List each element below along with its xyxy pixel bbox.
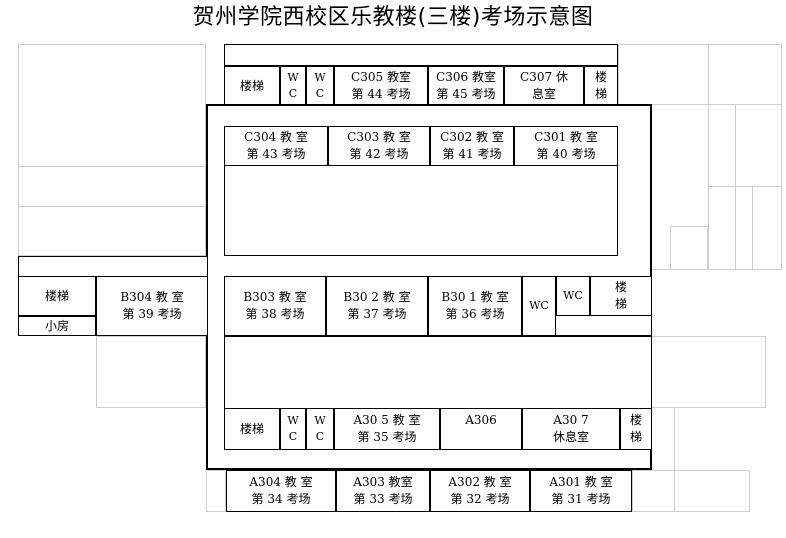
- stairs-b-east-line2: 梯: [614, 297, 627, 311]
- room-c306-exam: 第 45 考场: [436, 87, 496, 101]
- room-c301: C301 教 室 第 40 考场: [514, 126, 618, 166]
- room-a303-exam: 第 33 考场: [353, 492, 413, 506]
- room-c304-exam: 第 43 考场: [246, 147, 306, 161]
- wc-c-2-line2: C: [315, 87, 325, 100]
- room-b304: B304 教 室 第 39 考场: [96, 276, 208, 336]
- room-c304: C304 教 室 第 43 考场: [224, 126, 328, 166]
- room-c303-name: C303 教 室: [347, 130, 411, 144]
- small-room-label: 小房: [44, 318, 69, 333]
- wc-c-2-line1: W: [314, 71, 326, 84]
- room-b303-name: B303 教 室: [243, 290, 307, 304]
- room-c303-exam: 第 42 考场: [349, 147, 409, 161]
- room-c301-exam: 第 40 考场: [536, 147, 596, 161]
- room-b303-exam: 第 38 考场: [245, 307, 305, 321]
- page-title: 贺州学院西校区乐教楼(三楼)考场示意图: [192, 5, 594, 30]
- stairs-b-east-line1: 楼: [614, 280, 627, 294]
- room-c303: C303 教 室 第 42 考场: [328, 126, 430, 166]
- room-c305-exam: 第 44 考场: [351, 87, 411, 101]
- room-c307-name: C307 休: [520, 70, 568, 84]
- room-a307: A30 7 休息室: [522, 408, 620, 450]
- room-b302: B30 2 教 室 第 37 考场: [326, 276, 428, 336]
- stairs-a-west-label: 楼梯: [239, 421, 264, 436]
- room-a307-name: A30 7: [553, 413, 589, 427]
- room-b304-exam: 第 39 考场: [122, 307, 182, 321]
- stairs-c-east-line2: 梯: [594, 87, 607, 101]
- room-a303: A303 教室 第 33 考场: [336, 470, 430, 512]
- room-a303-name: A303 教室: [353, 475, 413, 489]
- room-b303: B303 教 室 第 38 考场: [224, 276, 326, 336]
- stairs-b-west: 楼梯: [18, 276, 96, 316]
- wc-a-1-line1: W: [287, 414, 299, 427]
- room-a304-name: A304 教 室: [249, 475, 313, 489]
- small-room: 小房: [18, 316, 96, 336]
- wc-b-1: WC: [522, 276, 556, 336]
- wc-a-1-line2: C: [288, 430, 298, 443]
- room-b301-exam: 第 36 考场: [445, 307, 505, 321]
- wc-c-2: W C: [306, 66, 334, 106]
- room-a302: A302 教 室 第 32 考场: [430, 470, 530, 512]
- room-c306-name: C306 教室: [436, 70, 496, 84]
- room-c307: C307 休 息室: [504, 66, 584, 106]
- room-c304-name: C304 教 室: [244, 130, 308, 144]
- room-b302-name: B30 2 教 室: [343, 290, 411, 304]
- room-c305-name: C305 教室: [351, 70, 411, 84]
- room-a302-exam: 第 32 考场: [450, 492, 510, 506]
- room-a307-label: 休息室: [552, 430, 589, 444]
- room-a306: A306: [440, 408, 522, 450]
- room-a304: A304 教 室 第 34 考场: [226, 470, 336, 512]
- wc-a-1: W C: [280, 408, 306, 450]
- wc-a-2: W C: [306, 408, 334, 450]
- stairs-c-east-line1: 楼: [594, 70, 607, 84]
- c-top-divider: [224, 44, 618, 66]
- room-c302-name: C302 教 室: [440, 130, 504, 144]
- room-a302-name: A302 教 室: [448, 475, 512, 489]
- stairs-c-east: 楼 梯: [584, 66, 618, 106]
- room-a306-name: A306: [465, 413, 497, 427]
- room-b301: B30 1 教 室 第 36 考场: [428, 276, 522, 336]
- room-a301-name: A301 教 室: [549, 475, 613, 489]
- room-c307-label: 息室: [531, 87, 556, 101]
- room-a301: A301 教 室 第 31 考场: [530, 470, 632, 512]
- room-a304-exam: 第 34 考场: [251, 492, 311, 506]
- wc-a-2-line1: W: [314, 414, 326, 427]
- room-b301-name: B30 1 教 室: [441, 290, 509, 304]
- wc-c-1-line2: C: [288, 87, 298, 100]
- room-a305-exam: 第 35 考场: [357, 430, 417, 444]
- room-b304-name: B304 教 室: [120, 290, 184, 304]
- stairs-b-west-label: 楼梯: [44, 288, 69, 303]
- stairs-c-west: 楼梯: [224, 66, 280, 106]
- stairs-a-west: 楼梯: [224, 408, 280, 450]
- stairs-b-east: 楼 梯: [590, 276, 652, 316]
- wc-a-2-line2: C: [315, 430, 325, 443]
- wc-b-1-label: WC: [529, 299, 549, 312]
- room-a305: A30 5 教 室 第 35 考场: [334, 408, 440, 450]
- wc-b-2-label: WC: [563, 289, 583, 302]
- wc-c-1-line1: W: [287, 71, 299, 84]
- room-c302-exam: 第 41 考场: [442, 147, 502, 161]
- room-b302-exam: 第 37 考场: [347, 307, 407, 321]
- wc-c-1: W C: [280, 66, 306, 106]
- room-c302: C302 教 室 第 41 考场: [430, 126, 514, 166]
- wc-b-2: WC: [556, 276, 590, 316]
- stairs-a-east-line2: 梯: [629, 430, 642, 444]
- stairs-a-east-line1: 楼: [629, 413, 642, 427]
- room-a305-name: A30 5 教 室: [353, 413, 421, 427]
- stairs-a-east: 楼 梯: [620, 408, 652, 450]
- room-c305: C305 教室 第 44 考场: [334, 66, 428, 106]
- stairs-c-west-label: 楼梯: [239, 78, 264, 93]
- room-c301-name: C301 教 室: [534, 130, 598, 144]
- room-c306: C306 教室 第 45 考场: [428, 66, 504, 106]
- room-a301-exam: 第 31 考场: [551, 492, 611, 506]
